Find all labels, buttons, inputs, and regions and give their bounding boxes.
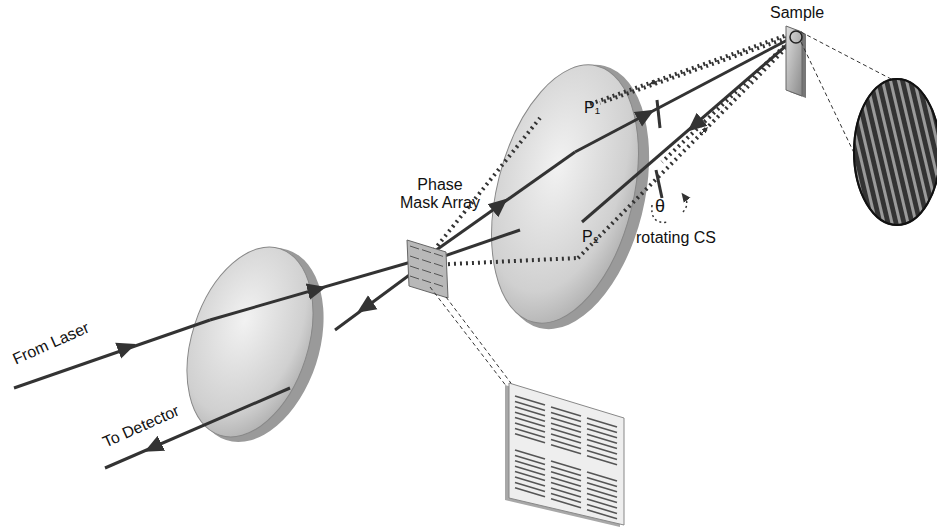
angle-symbol: θ: [655, 196, 665, 217]
point-label: P₂: [582, 228, 599, 246]
lens: [467, 49, 674, 346]
cover-slip: [656, 100, 662, 198]
component-label: rotating CS: [636, 229, 716, 247]
rotation-arrow: [683, 196, 687, 212]
laser-beam: [14, 36, 795, 468]
lens: [165, 231, 347, 460]
phase-mask-zoom: [505, 383, 624, 527]
beam-label: To Detector: [100, 402, 182, 452]
grating-inset: [728, 70, 937, 240]
point-label: P₁: [584, 99, 600, 117]
sample-plate: [786, 26, 806, 98]
component-label: Phase Mask Array: [396, 176, 484, 213]
phase-mask: [407, 240, 448, 298]
component-label: Sample: [770, 4, 824, 22]
beam-label: From Laser: [10, 319, 92, 369]
dotted-beam: [430, 33, 794, 265]
